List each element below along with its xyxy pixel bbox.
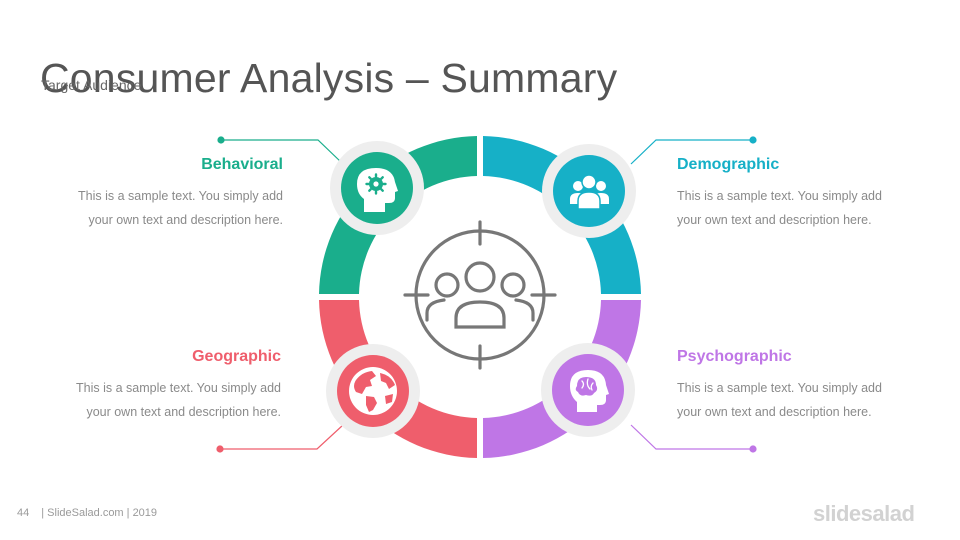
ring-segment-demographic xyxy=(483,136,641,294)
badge-behavioral xyxy=(330,141,424,235)
badge-geographic xyxy=(326,344,420,438)
connector-behavioral xyxy=(217,136,343,164)
head-brain-icon xyxy=(570,370,609,412)
ring-segment-geographic xyxy=(319,300,477,458)
segment-title-behavioral: Behavioral xyxy=(201,156,283,173)
target-group-icon xyxy=(403,220,557,370)
connector-geographic xyxy=(216,424,344,453)
slide-subtitle: Target Audience xyxy=(41,77,142,93)
head-gear-icon xyxy=(357,168,398,212)
segment-text-behavioral: This is a sample text. You simply add yo… xyxy=(78,189,283,227)
segment-text-geographic: This is a sample text. You simply add yo… xyxy=(76,381,281,419)
segment-title-geographic: Geographic xyxy=(192,348,281,365)
brand-logo: slidesalad xyxy=(813,501,915,526)
slide-title: Consumer Analysis – Summary xyxy=(40,55,618,102)
segment-block-psychographic: Psychographic This is a sample text. You… xyxy=(677,348,907,424)
segment-block-geographic: Geographic This is a sample text. You si… xyxy=(51,348,281,424)
people-group-icon xyxy=(570,174,609,210)
segment-text-psychographic: This is a sample text. You simply add yo… xyxy=(677,381,882,419)
segment-block-demographic: Demographic This is a sample text. You s… xyxy=(677,156,907,232)
ring-segment-psychographic xyxy=(483,300,641,458)
footer-source: | SlideSalad.com | 2019 xyxy=(41,507,158,519)
segment-text-demographic: This is a sample text. You simply add yo… xyxy=(677,189,882,227)
page-number: 44 xyxy=(17,507,30,519)
globe-icon xyxy=(349,367,397,415)
badge-psychographic xyxy=(541,343,635,437)
segment-title-psychographic: Psychographic xyxy=(677,348,792,365)
badge-demographic xyxy=(542,144,636,238)
connector-demographic xyxy=(630,136,757,165)
ring-segment-behavioral xyxy=(319,136,477,294)
segment-title-demographic: Demographic xyxy=(677,156,780,173)
footer: 44 | SlideSalad.com | 2019 xyxy=(17,507,157,519)
connector-psychographic xyxy=(630,424,757,453)
segment-block-behavioral: Behavioral This is a sample text. You si… xyxy=(53,156,283,232)
